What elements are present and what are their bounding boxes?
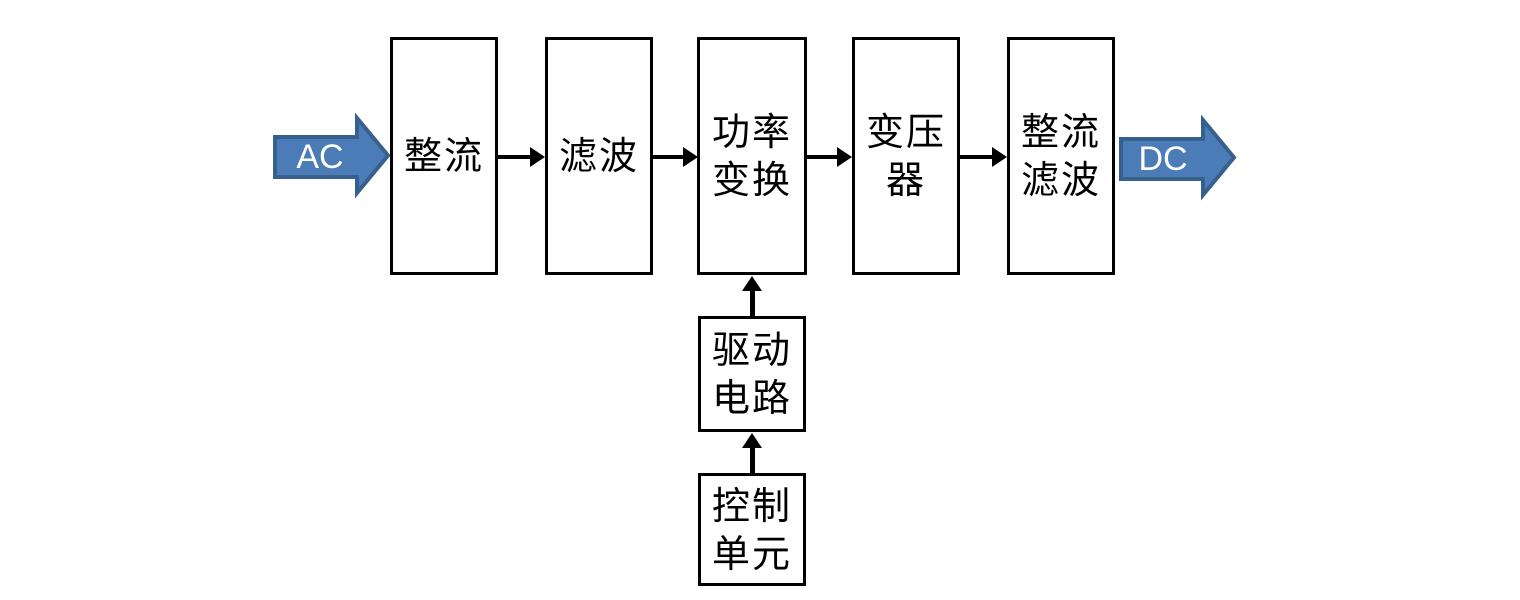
- box-rectifier-filter: 整流 滤波: [1007, 37, 1115, 275]
- arrow-head-up-icon: [742, 433, 762, 448]
- arrow-filter-to-power-conversion: [652, 147, 698, 167]
- arrow-head-right-icon: [530, 147, 545, 167]
- arrow-drive-circuit-to-power-conversion: [742, 276, 762, 316]
- box-power-conversion: 功率 变换: [697, 37, 807, 275]
- box-transformer: 变压 器: [852, 37, 960, 275]
- dc-arrow-shape: [1119, 114, 1237, 201]
- box-power-conversion-label: 功率 变换: [711, 110, 792, 202]
- arrow-head-right-icon: [683, 147, 698, 167]
- arrow-power-conversion-to-transformer: [806, 147, 852, 167]
- dc-output-arrow: DC: [1119, 114, 1237, 201]
- box-filter-label: 滤波: [558, 134, 639, 178]
- arrow-rectifier-to-filter: [497, 147, 545, 167]
- arrow-head-up-icon: [742, 276, 762, 291]
- arrow-shaft: [749, 288, 755, 316]
- arrow-head-right-icon: [837, 147, 852, 167]
- arrow-shaft: [749, 445, 755, 473]
- ac-input-arrow: AC: [273, 112, 391, 199]
- ac-arrow-shape: [273, 112, 391, 199]
- box-control-unit-label: 控制 单元: [711, 483, 792, 576]
- arrow-shaft: [806, 155, 840, 159]
- arrow-shaft: [652, 155, 686, 159]
- arrow-head-right-icon: [992, 147, 1007, 167]
- box-rectifier-label: 整流: [403, 134, 484, 178]
- arrow-control-unit-to-drive-circuit: [742, 433, 762, 473]
- ac-arrow-label: AC: [296, 138, 343, 176]
- box-control-unit: 控制 单元: [698, 473, 806, 586]
- box-rectifier-filter-label: 整流 滤波: [1020, 110, 1101, 202]
- box-filter: 滤波: [545, 37, 653, 275]
- box-transformer-label: 变压 器: [865, 110, 946, 202]
- arrow-transformer-to-rectifier-filter: [959, 147, 1007, 167]
- arrow-shaft: [497, 155, 533, 159]
- dc-arrow-label: DC: [1138, 140, 1187, 178]
- box-rectifier: 整流: [390, 37, 498, 275]
- box-drive-circuit: 驱动 电路: [698, 316, 806, 432]
- arrow-shaft: [959, 155, 995, 159]
- box-drive-circuit-label: 驱动 电路: [711, 328, 792, 420]
